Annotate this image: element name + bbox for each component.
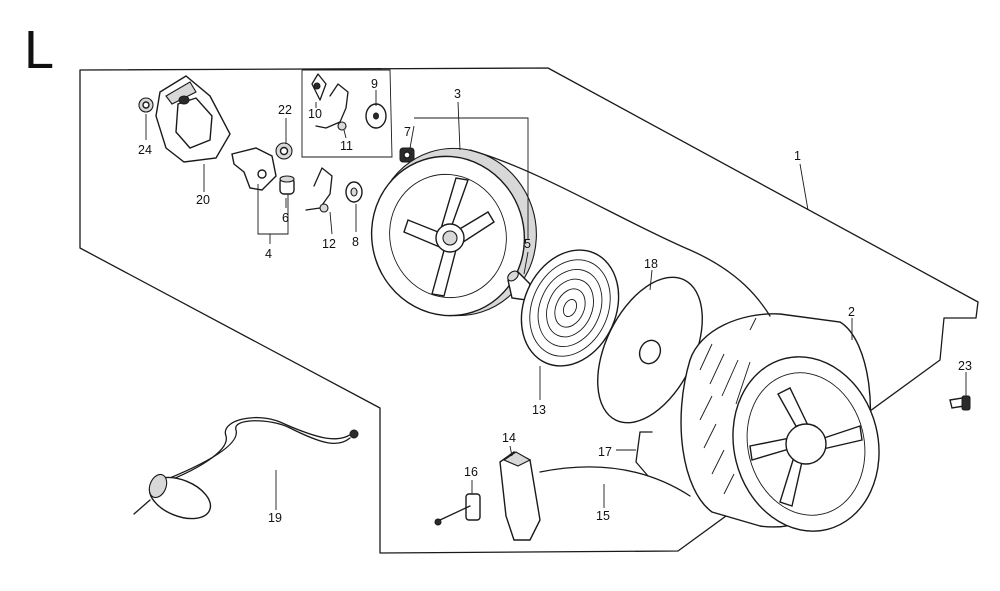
part-9-washer <box>365 103 387 129</box>
callout-22: 22 <box>278 103 292 117</box>
sub-assembly-box <box>301 69 393 158</box>
leader-lines <box>145 90 967 510</box>
part-8-washer <box>345 181 363 203</box>
part-3-reel <box>370 147 537 317</box>
callout-15: 15 <box>596 509 610 523</box>
callout-11: 11 <box>340 139 353 153</box>
callout-17: 17 <box>598 445 612 459</box>
part-2-starter-case <box>680 313 880 532</box>
callout-24: 24 <box>138 143 152 157</box>
part-14-handle <box>499 451 541 541</box>
starter-rope-upper <box>469 149 771 317</box>
callout-5: 5 <box>524 237 531 251</box>
part-12-spring <box>305 167 333 213</box>
part-6-bushing <box>279 175 295 195</box>
callout-13: 13 <box>532 403 546 417</box>
part-23-bolt <box>949 395 971 411</box>
callout-10: 10 <box>308 107 322 121</box>
callout-20: 20 <box>196 193 210 207</box>
assembly-frame <box>79 67 979 554</box>
callout-8: 8 <box>352 235 359 249</box>
callout-19: 19 <box>268 511 282 525</box>
callout-4: 4 <box>265 247 272 261</box>
part-10-spring <box>311 73 327 101</box>
callout-numbers: 1 2 3 4 5 6 7 8 9 10 11 12 13 14 15 16 1… <box>138 77 972 525</box>
callout-7: 7 <box>404 125 411 139</box>
part-24-nut <box>138 97 154 113</box>
part-17-hook <box>635 431 653 477</box>
section-letter: L <box>24 20 54 80</box>
part-22-collar <box>275 142 293 160</box>
callout-23: 23 <box>958 359 972 373</box>
part-4-ratchet-arm <box>231 147 277 191</box>
callout-3: 3 <box>454 87 461 101</box>
callout-2: 2 <box>848 305 855 319</box>
part-13-recoil-spring <box>520 249 620 367</box>
callout-18: 18 <box>644 257 658 271</box>
part-16-grip <box>434 493 481 526</box>
callout-16: 16 <box>464 465 478 479</box>
part-20-cover-bracket <box>155 75 231 163</box>
part-18-plate <box>597 276 703 424</box>
part-7-nut <box>399 147 415 163</box>
starter-rope-lower <box>539 466 691 497</box>
part-11-spring <box>315 83 349 131</box>
callout-12: 12 <box>322 237 336 251</box>
callout-14: 14 <box>502 431 516 445</box>
part-19-rope-grip <box>133 416 359 520</box>
callout-9: 9 <box>371 77 378 91</box>
callout-6: 6 <box>282 211 289 225</box>
callout-1: 1 <box>794 149 801 163</box>
